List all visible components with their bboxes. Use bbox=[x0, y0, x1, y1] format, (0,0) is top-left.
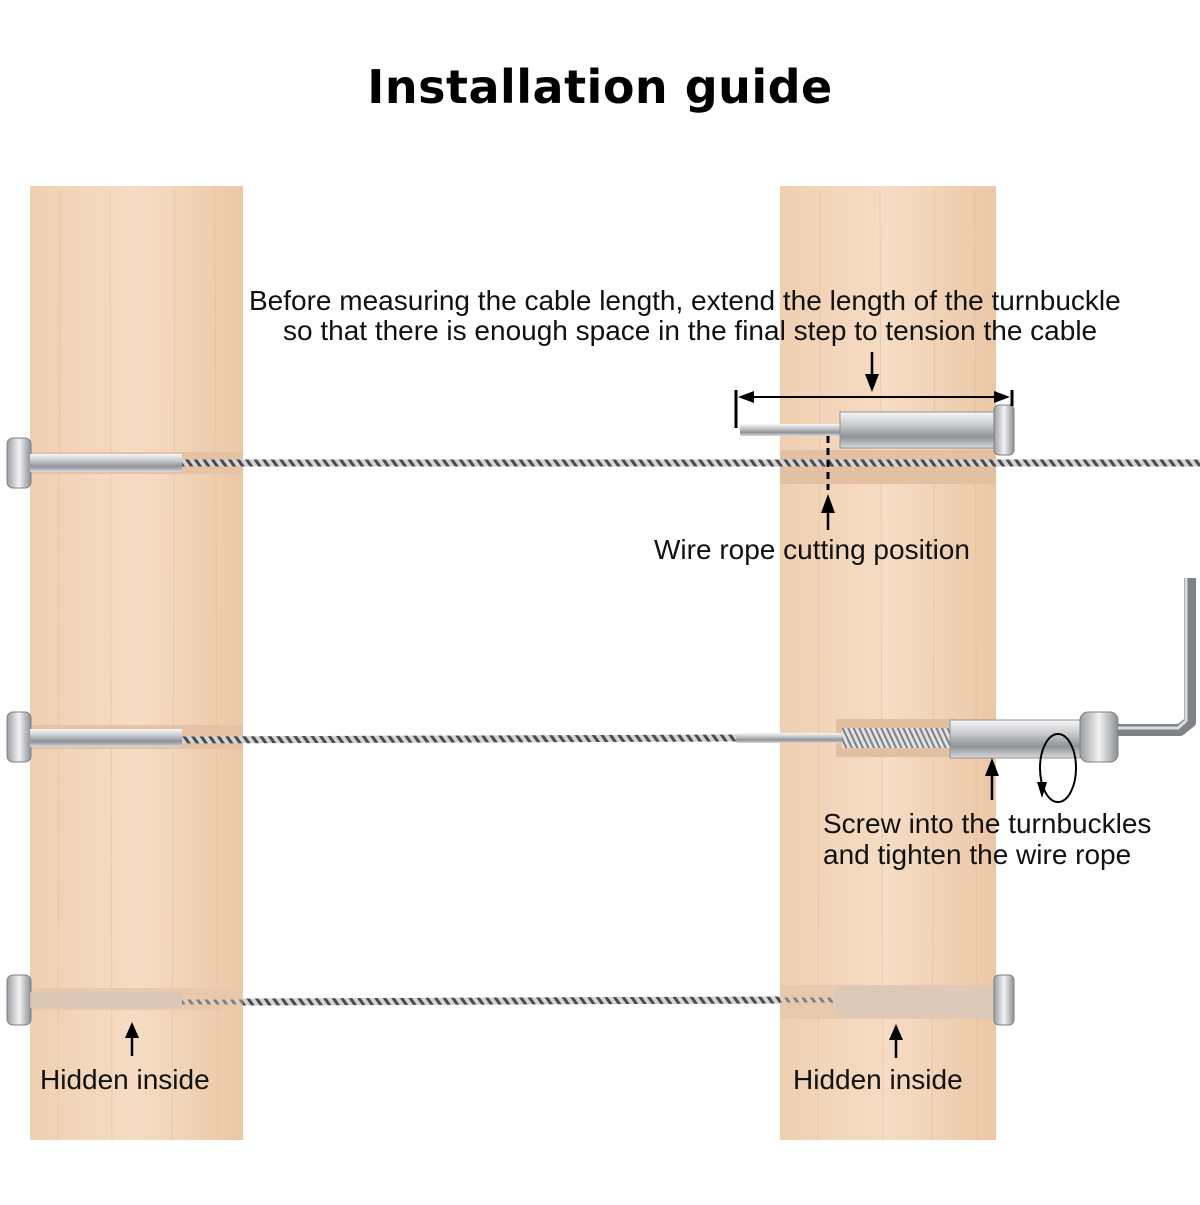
bottom-left-swage-hidden bbox=[30, 992, 182, 1008]
hex-key-highlight bbox=[1118, 578, 1188, 730]
hidden-right-arrow bbox=[889, 1024, 903, 1058]
rotation-arrow-head bbox=[1037, 782, 1047, 798]
screw-label-line2: and tighten the wire rope bbox=[823, 839, 1132, 870]
hidden-left-arrow bbox=[125, 1022, 139, 1056]
page-title: Installation guide bbox=[367, 60, 833, 114]
hex-key bbox=[1118, 578, 1196, 736]
turnbuckle-stud bbox=[740, 424, 842, 436]
bottom-left-cap bbox=[6, 974, 32, 1026]
mid-stud bbox=[736, 733, 842, 743]
screw-arrow bbox=[985, 758, 999, 800]
top-left-swage bbox=[30, 454, 182, 472]
right-wood-post bbox=[780, 186, 996, 1140]
length-dimension bbox=[734, 390, 1014, 428]
mid-turnbuckle-body bbox=[949, 719, 1081, 759]
wood-grain bbox=[57, 189, 978, 1141]
turnbuckle-cap bbox=[993, 404, 1015, 456]
hidden-inside-left-label: Hidden inside bbox=[40, 1064, 210, 1095]
mid-left-cap bbox=[6, 711, 32, 763]
turnbuckle-body bbox=[839, 411, 997, 449]
rotation-arrow bbox=[1039, 733, 1077, 803]
mid-left-swage bbox=[30, 729, 182, 747]
mid-turnbuckle-cap bbox=[1079, 711, 1119, 763]
bottom-cable bbox=[242, 996, 781, 1006]
hole-right-top bbox=[780, 450, 996, 484]
hidden-inside-right-label: Hidden inside bbox=[793, 1064, 963, 1095]
mid-threaded-rod bbox=[842, 728, 950, 748]
top-left-cap bbox=[6, 437, 32, 489]
screw-label-line1: Screw into the turnbuckles bbox=[823, 808, 1152, 839]
cutting-arrow bbox=[821, 494, 835, 530]
dimension-arrow bbox=[865, 352, 879, 392]
left-wood-post bbox=[30, 186, 243, 1140]
bottom-right-turnbuckle-hidden bbox=[836, 986, 994, 1018]
turnbuckle-note-line1: Before measuring the cable length, exten… bbox=[249, 285, 1121, 316]
cutting-position-label: Wire rope cutting position bbox=[654, 534, 970, 565]
turnbuckle-note-line2: so that there is enough space in the fin… bbox=[283, 315, 1098, 346]
bottom-right-cap bbox=[993, 974, 1015, 1026]
mid-cable bbox=[181, 734, 737, 744]
